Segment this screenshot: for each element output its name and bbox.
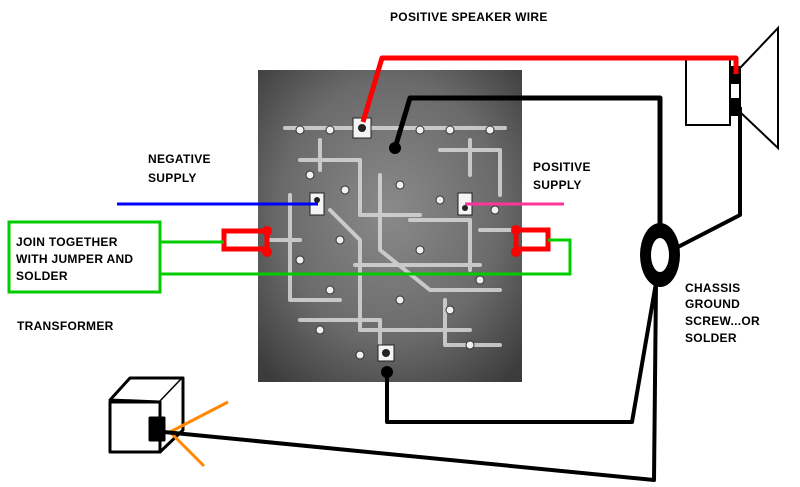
pcb-pads	[295, 125, 500, 360]
label-positive-speaker-wire: POSITIVE SPEAKER WIRE	[390, 10, 548, 24]
label-join-together-2: WITH JUMPER AND	[16, 252, 133, 266]
speaker-return-wire	[392, 95, 663, 230]
label-join-together-3: SOLDER	[16, 269, 68, 283]
label-transformer: TRANSFORMER	[17, 319, 114, 333]
label-chassis-ground-1: CHASSIS	[685, 281, 740, 295]
positive-speaker-wire	[360, 55, 739, 123]
label-negative-supply-1: NEGATIVE	[148, 152, 211, 166]
join-together-box	[7, 220, 162, 294]
label-chassis-ground-3: SCREW...OR	[685, 314, 760, 328]
label-join-together-1: JOIN TOGETHER	[16, 235, 118, 249]
label-negative-supply-2: SUPPLY	[148, 171, 197, 185]
ground-screw-icon	[640, 223, 680, 287]
label-chassis-ground-2: GROUND	[685, 297, 740, 311]
transformer-ground-wire	[163, 282, 658, 482]
jumper-pads-left	[221, 228, 270, 252]
pcb-traces	[268, 126, 512, 352]
label-chassis-ground-4: SOLDER	[685, 331, 737, 345]
pcb-photo	[258, 70, 522, 382]
label-positive-supply-1: POSITIVE	[533, 160, 591, 174]
transformer-leads	[168, 400, 229, 468]
label-positive-supply-2: SUPPLY	[533, 178, 582, 192]
transformer-icon	[108, 376, 185, 454]
speaker-icon	[685, 25, 779, 151]
board-ground-wire	[385, 282, 658, 424]
speaker-to-ground-wire	[675, 107, 742, 250]
jumper-wire	[160, 238, 572, 276]
